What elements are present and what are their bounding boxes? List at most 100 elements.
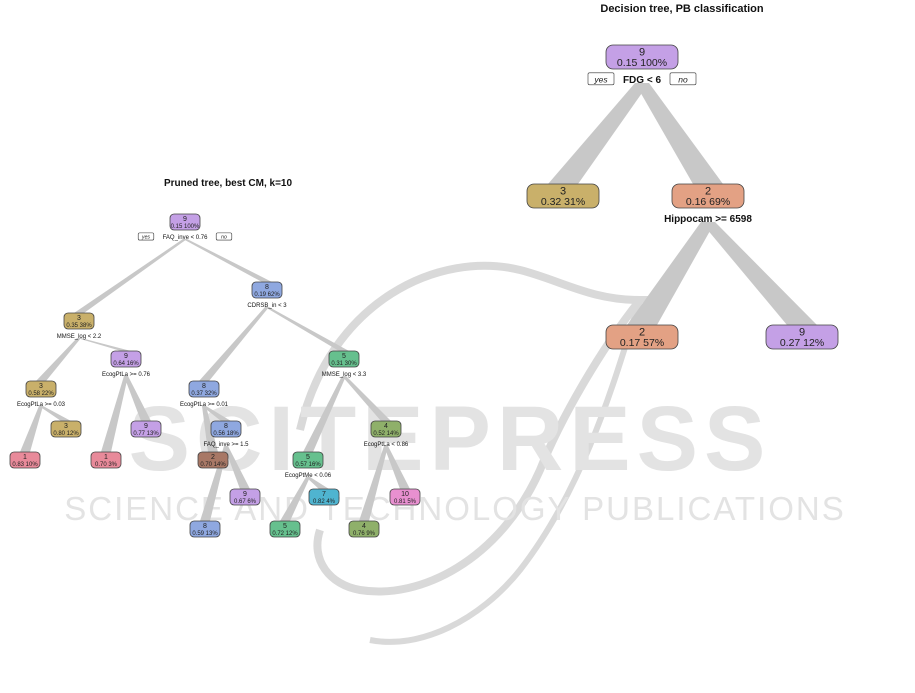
pruned-node-n7: 10.83 10% — [9, 451, 41, 469]
pb-branch-p2-p4 — [701, 222, 817, 325]
pruned-branch-n1-n4 — [77, 338, 131, 351]
tree-node-box — [50, 420, 82, 438]
tree-node-split-rule: Hippocam >= 6598 — [664, 214, 752, 225]
tree-node-class: 9 — [124, 353, 128, 360]
tree-node-stats: 0.83 10% — [12, 462, 38, 468]
pb-node-p1: 30.32 31% — [526, 183, 600, 209]
tree-node-split-rule: FDG < 6 — [623, 75, 662, 86]
pb-no-tag: no — [678, 74, 688, 84]
tree-node-class: 1 — [104, 454, 108, 461]
tree-node-stats: 0.37 32% — [191, 391, 217, 397]
pb-classification-tree: Decision tree, PB classification 90.15 10… — [526, 3, 839, 350]
pruned-node-n10: 90.77 13% — [130, 420, 162, 438]
tree-node-stats: 0.15 100% — [617, 57, 667, 69]
pruned-branch-n14-n20 — [359, 446, 388, 521]
tree-node-box — [90, 451, 122, 469]
pruned-branch-n12-n15 — [224, 446, 250, 489]
pruned-branch-n13-n17 — [306, 477, 329, 489]
tree-node-stats: 0.70 14% — [200, 462, 226, 468]
tree-node-box — [9, 451, 41, 469]
tree-node-box — [197, 451, 229, 469]
tree-node-split-rule: CDRSB_in < 3 — [247, 303, 287, 309]
pruned-branch-n0-n2 — [183, 239, 272, 282]
pruned-node-n2: 80.19 62%CDRSB_in < 3 — [247, 281, 287, 309]
tree-node-box — [251, 281, 283, 299]
pruned-branch-n13-n18 — [280, 477, 310, 521]
tree-node-class: 8 — [202, 383, 206, 390]
tree-node-class: 4 — [362, 523, 366, 530]
tree-node-box — [389, 488, 421, 506]
tree-node-box — [269, 520, 301, 538]
tree-node-stats: 0.35 38% — [66, 323, 92, 329]
tree-node-split-rule: EcogPtLa >= 0.03 — [17, 402, 66, 408]
tree-node-box — [328, 350, 360, 368]
tree-node-box — [605, 44, 679, 70]
pruned-branch-n5-n11 — [202, 406, 218, 452]
pruned-branch-n6-n14 — [342, 376, 391, 421]
tree-node-class: 3 — [77, 315, 81, 322]
pb-yes-tag-box — [587, 72, 615, 86]
pruned-branch-n14-n19 — [384, 446, 410, 489]
tree-node-class: 7 — [322, 491, 326, 498]
pb-branches — [548, 83, 817, 325]
watermark-swirl-icon — [369, 299, 643, 645]
tree-node-box — [526, 183, 600, 209]
tree-node-box — [348, 520, 380, 538]
tree-node-class: 3 — [64, 423, 68, 430]
watermark: SCITEPRESS SCIENCE AND TECHNOLOGY PUBLIC… — [64, 261, 846, 645]
tree-node-split-rule: FAQ_inve >= 1.5 — [203, 442, 249, 448]
tree-node-stats: 0.17 57% — [620, 337, 664, 349]
tree-node-class: 2 — [211, 454, 215, 461]
tree-node-stats: 0.58 22% — [28, 391, 54, 397]
tree-node-stats: 0.80 12% — [53, 431, 79, 437]
tree-node-box — [130, 420, 162, 438]
pb-yes-tag: yes — [593, 74, 608, 84]
tree-node-class: 8 — [203, 523, 207, 530]
tree-node-box — [765, 324, 839, 350]
tree-node-stats: 0.56 18% — [213, 431, 239, 437]
pruned-node-n19: 100.81 5% — [389, 488, 421, 506]
pb-branch-p2-p3 — [627, 222, 715, 325]
pb-tree-title: Decision tree, PB classification — [600, 3, 764, 15]
pruned-no-tag: no — [221, 235, 227, 241]
tree-node-split-rule: EcogPtLa >= 0.01 — [180, 402, 229, 408]
tree-node-stats: 0.81 5% — [394, 499, 417, 505]
pb-node-p4: 90.27 12% — [765, 324, 839, 350]
pruned-yes-tag-box — [137, 232, 155, 241]
tree-node-class: 9 — [243, 491, 247, 498]
tree-node-stats: 0.57 16% — [295, 462, 321, 468]
tree-node-class: 9 — [144, 423, 148, 430]
pruned-branch-n1-n3 — [36, 338, 81, 381]
pruned-branch-n3-n7 — [20, 406, 43, 452]
tree-node-stats: 0.82 4% — [313, 499, 336, 505]
tree-node-class: 4 — [384, 423, 388, 430]
pruned-node-n12: 80.56 18%FAQ_inve >= 1.5 — [203, 420, 249, 448]
tree-node-box — [292, 451, 324, 469]
tree-node-class: 5 — [283, 523, 287, 530]
tree-node-class: 2 — [705, 186, 711, 198]
tree-node-box — [110, 350, 142, 368]
pruned-branch-n4-n9 — [101, 376, 128, 452]
pruned-node-n6: 50.31 30%MMSE_log < 3.3 — [322, 350, 367, 378]
pruned-node-n3: 30.58 22%EcogPtLa >= 0.03 — [17, 380, 66, 408]
tree-node-class: 5 — [306, 454, 310, 461]
tree-node-stats: 0.76 9% — [353, 531, 376, 537]
tree-node-stats: 0.27 12% — [780, 337, 824, 349]
pb-branch-p0-p2 — [635, 83, 723, 184]
tree-node-box — [308, 488, 340, 506]
tree-node-class: 9 — [639, 47, 645, 59]
tree-node-box — [229, 488, 261, 506]
tree-node-class: 2 — [639, 327, 645, 339]
tree-node-stats: 0.70 3% — [95, 462, 118, 468]
tree-node-class: 8 — [265, 284, 269, 291]
tree-node-stats: 0.72 12% — [272, 531, 298, 537]
pruned-branch-n2-n5 — [199, 307, 269, 381]
pruned-branch-n5-n12 — [202, 406, 231, 421]
tree-node-split-rule: EcogPtMe < 0.06 — [285, 473, 332, 479]
tree-node-class: 3 — [560, 186, 566, 198]
tree-node-stats: 0.32 31% — [541, 196, 585, 208]
pruned-node-n9: 10.70 3% — [90, 451, 122, 469]
watermark-tagline: SCIENCE AND TECHNOLOGY PUBLICATIONS — [64, 490, 846, 527]
tree-node-split-rule: EcogPtLa >= 0.76 — [102, 372, 151, 378]
tree-node-box — [169, 213, 201, 231]
